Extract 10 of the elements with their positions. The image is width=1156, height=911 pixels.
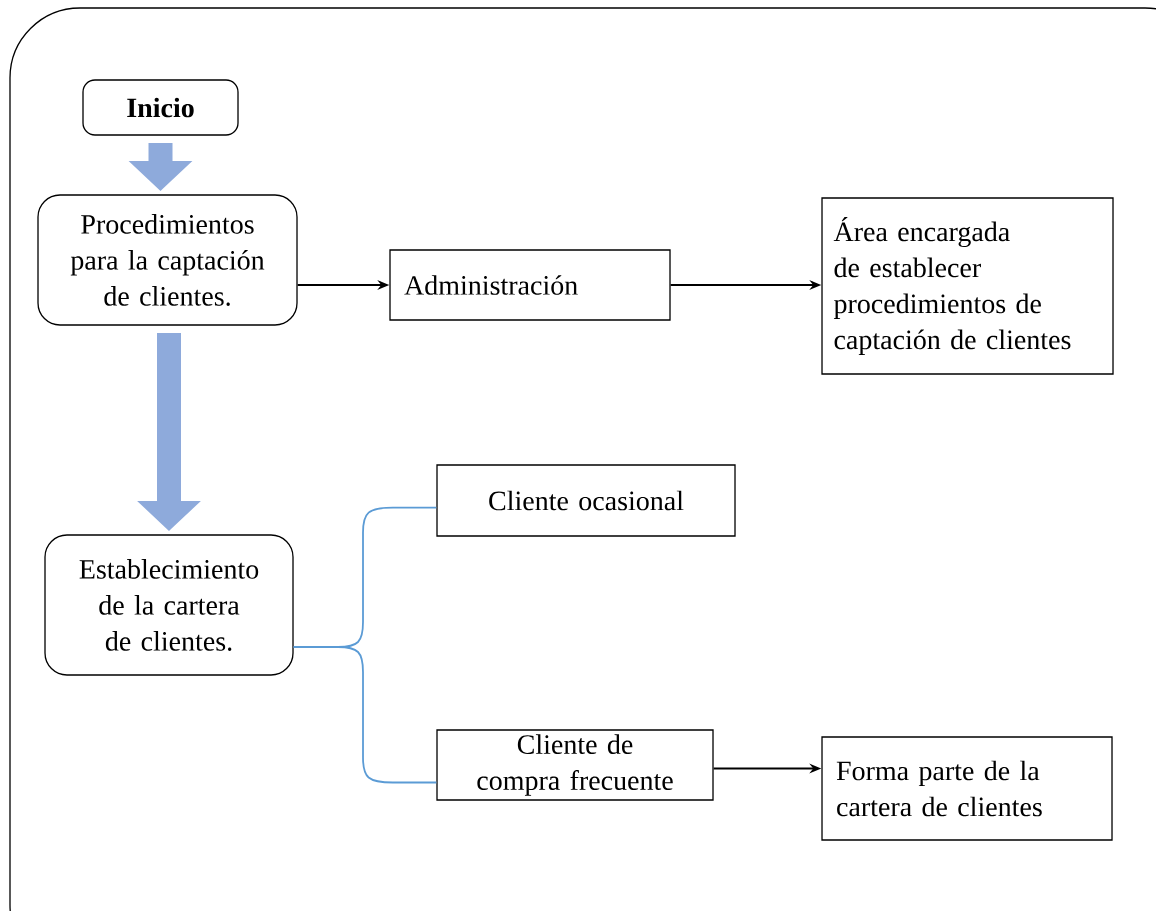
process-box: Cliente ocasional — [436, 464, 736, 537]
process-box: Administración — [389, 249, 671, 321]
process-box: Procedimientos para la captación de clientes. — [37, 194, 298, 326]
process-box: Cliente de compra frecuente — [436, 729, 714, 801]
brace — [292, 646, 438, 784]
note-box: Área encargada de establecer procedimientos de captación de clientes — [821, 197, 1114, 375]
start-box: Inicio — [82, 79, 239, 136]
process-box: Establecimiento de la cartera de clientes. — [44, 534, 294, 676]
note-box: Forma parte de la cartera de clientes — [821, 736, 1113, 841]
frame — [9, 7, 1156, 911]
